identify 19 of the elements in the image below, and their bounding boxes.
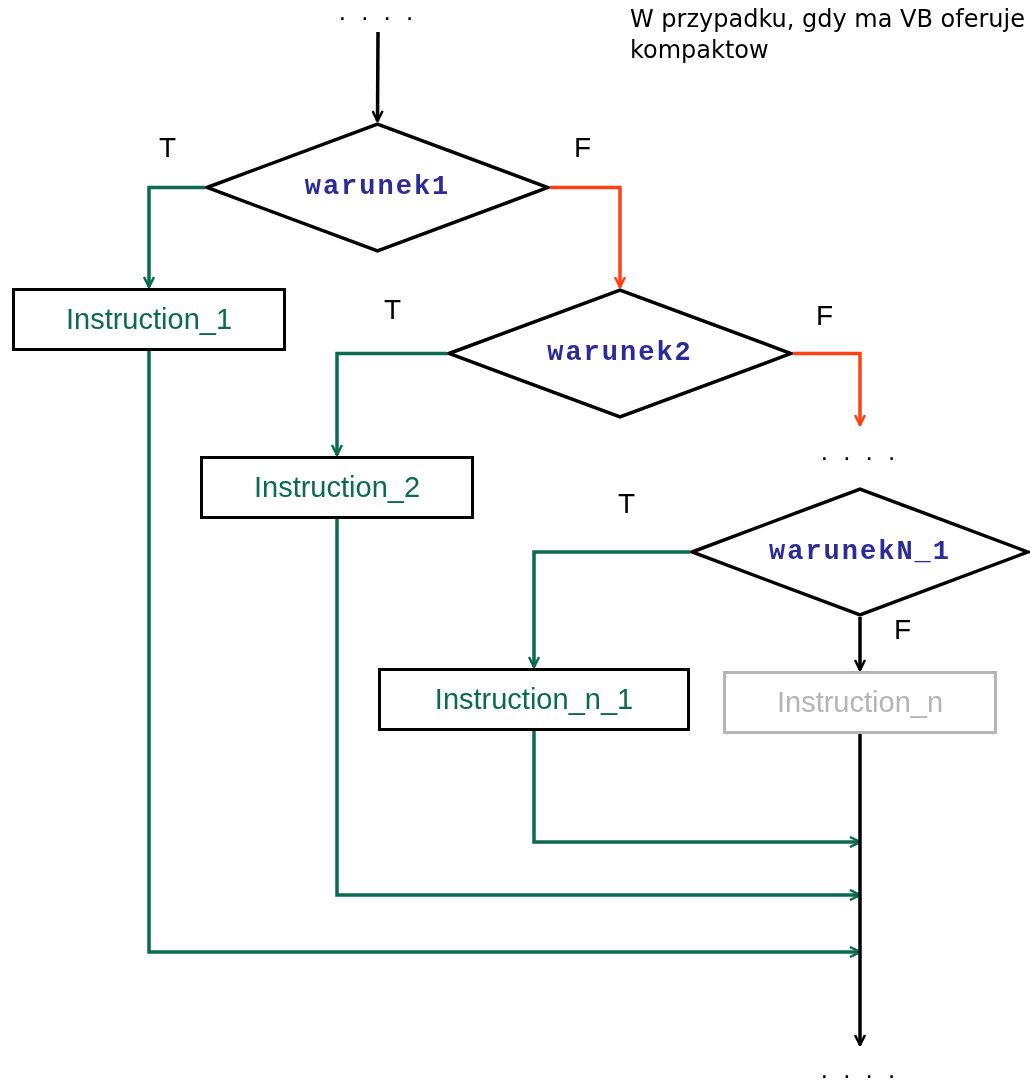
arrow (853, 734, 867, 1047)
note-text: W przypadku, gdy ma VB oferuje kompaktow (630, 4, 1025, 67)
arrow (330, 351, 447, 457)
process-box: Instruction_n (723, 671, 997, 734)
ellipsis-text: . . . . (318, 0, 438, 32)
arrow (853, 617, 867, 672)
ellipsis-text: . . . . (800, 1046, 920, 1090)
arrow (550, 185, 627, 289)
arrow (371, 32, 384, 123)
arrow (793, 351, 867, 427)
arrow (527, 550, 690, 669)
process-box: Instruction_2 (200, 456, 474, 519)
arrow (142, 185, 205, 289)
process-box: Instruction_n_1 (378, 668, 690, 731)
condition-text: warunekN_1 (769, 535, 951, 569)
condition-text: warunek2 (547, 337, 693, 371)
condition-text: warunek1 (304, 171, 451, 205)
process-box: Instruction_1 (12, 288, 286, 351)
ellipsis-text: . . . . (800, 426, 920, 472)
